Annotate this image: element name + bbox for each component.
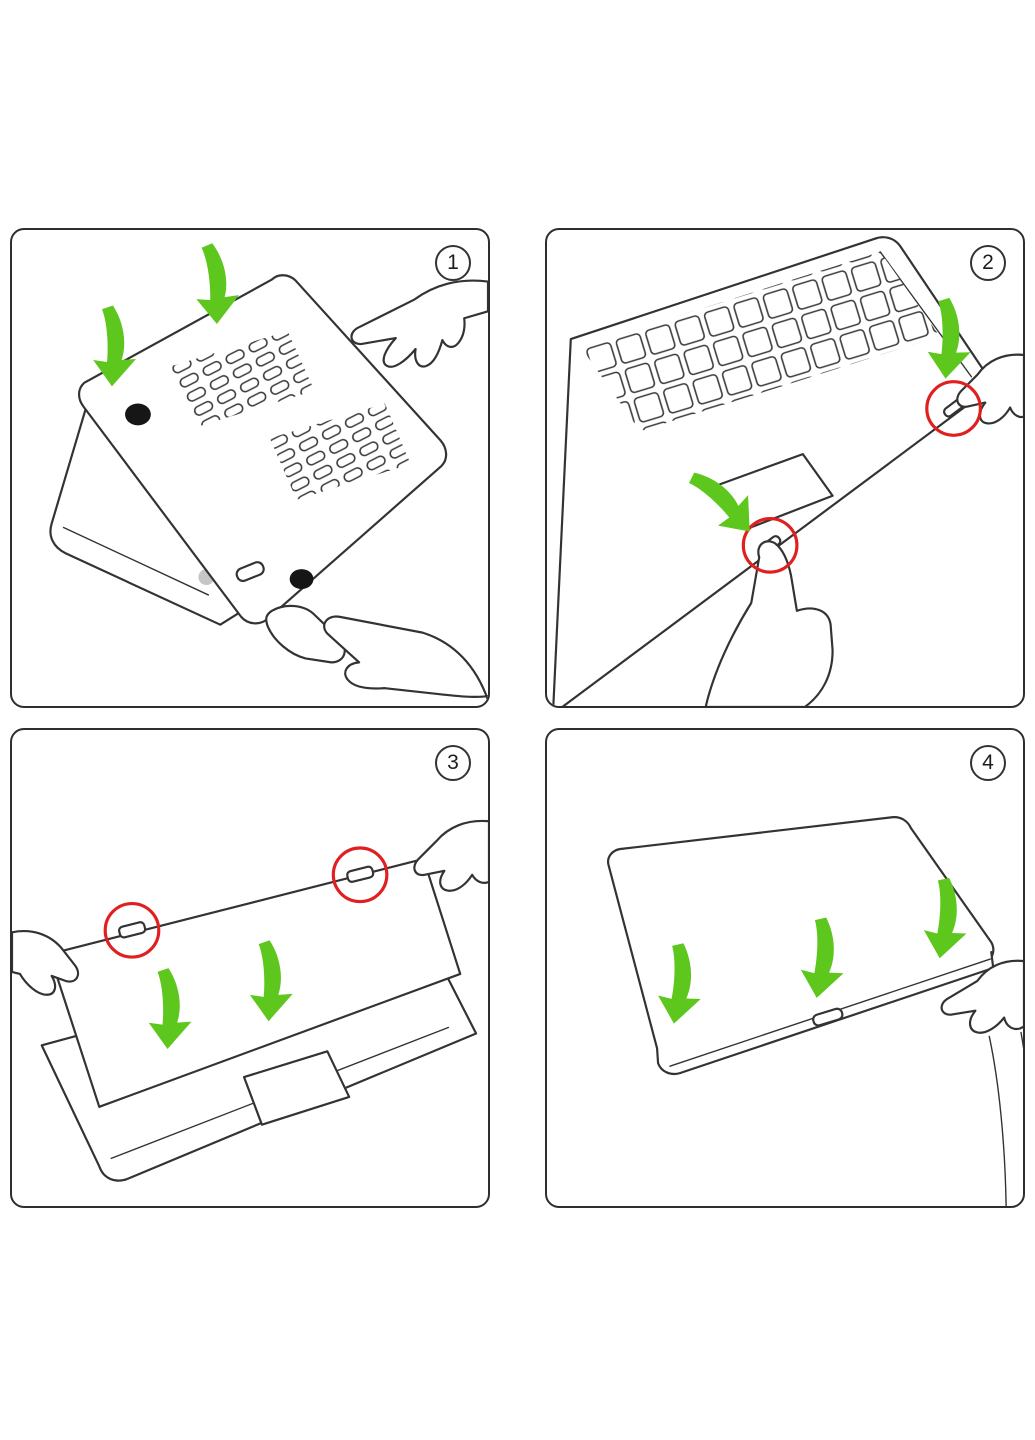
step-panel-1: 1 (10, 228, 490, 708)
step-panel-2: 2 (545, 228, 1025, 708)
closed-laptop-with-case (607, 816, 995, 1076)
rubber-foot (125, 403, 151, 426)
step-number: 2 (982, 251, 994, 274)
step-number-badge: 4 (970, 745, 1006, 781)
clip-tab (346, 865, 375, 883)
step-number-badge: 2 (970, 245, 1006, 281)
hand-icon (265, 604, 488, 702)
hand-icon (704, 540, 834, 706)
step-number: 4 (982, 751, 994, 774)
clip-tab (118, 921, 147, 939)
panel-4-illustration (607, 816, 1023, 1206)
step-number: 3 (447, 751, 459, 774)
step-panel-3: 3 (10, 728, 490, 1208)
hand-icon (940, 959, 1023, 1206)
trackpad (242, 1050, 351, 1126)
step-number: 1 (447, 251, 459, 274)
panel-3-illustration (12, 819, 488, 1182)
case-top-cover (48, 857, 462, 1108)
hand-icon (350, 279, 488, 368)
keyboard-keys (580, 251, 940, 432)
case-latch (235, 561, 265, 583)
hand-icon (12, 930, 80, 996)
step-number-badge: 1 (435, 245, 471, 281)
vent-slats-upper (168, 331, 315, 428)
step-panel-4: 4 (545, 728, 1025, 1208)
vent-slats-lower (269, 403, 411, 500)
hand-icon (413, 819, 488, 892)
panel-2-illustration (552, 236, 1023, 706)
thumb-notch (812, 1007, 844, 1027)
rubber-foot (289, 569, 314, 589)
panel-1-illustration (49, 241, 488, 702)
step-number-badge: 3 (435, 745, 471, 781)
